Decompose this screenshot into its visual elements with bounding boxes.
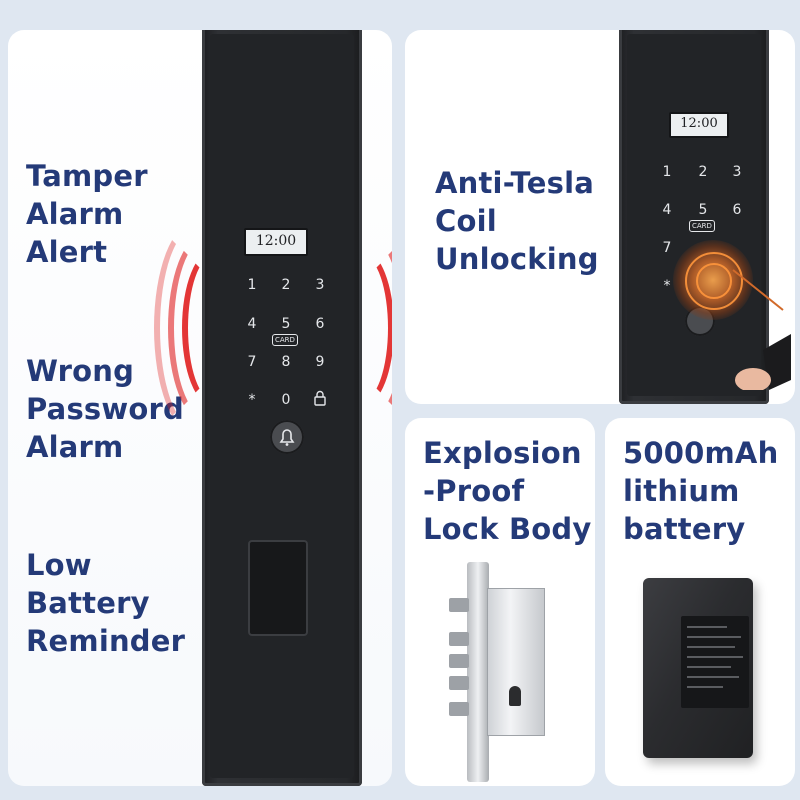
key-5[interactable]: 5 xyxy=(281,316,291,332)
lock-clock-display-closeup: 12:00 xyxy=(669,112,729,138)
smart-lock-front-panel: 12:00 1 2 3 4 5 6 CARD 7 8 9 * 0 xyxy=(202,30,362,786)
lock-clock-display: 12:00 xyxy=(244,228,308,256)
key-0[interactable]: 0 xyxy=(281,392,291,408)
key-2[interactable]: 2 xyxy=(281,277,291,293)
battery-capacity-label: 5000mAh lithium battery xyxy=(623,436,779,546)
key-1-closeup: 1 xyxy=(662,164,672,180)
card-reader-badge: CARD xyxy=(272,334,298,346)
alarm-features-card: Tamper Alarm Alert Wrong Password Alarm … xyxy=(8,30,392,786)
anti-tesla-card: Anti-Tesla Coil Unlocking 12:00 1 2 3 4 … xyxy=(405,30,795,404)
key-9[interactable]: 9 xyxy=(315,354,325,370)
key-5-closeup: 5 xyxy=(698,202,708,218)
key-2-closeup: 2 xyxy=(698,164,708,180)
key-6-closeup: 6 xyxy=(732,202,742,218)
smart-lock-front-panel-closeup: 12:00 1 2 3 4 5 6 CARD 7 * xyxy=(619,30,769,404)
explosion-proof-label: Explosion -Proof Lock Body xyxy=(423,436,592,546)
key-4-closeup: 4 xyxy=(662,202,672,218)
battery-card: 5000mAh lithium battery xyxy=(605,418,795,786)
doorbell-button[interactable] xyxy=(270,420,304,454)
tesla-coil-device xyxy=(732,269,791,390)
low-battery-reminder-label: Low Battery Reminder xyxy=(26,548,186,658)
key-star-closeup: * xyxy=(663,278,671,294)
key-4[interactable]: 4 xyxy=(247,316,257,332)
lithium-battery-image xyxy=(643,578,753,758)
bell-icon xyxy=(279,429,295,446)
tamper-alarm-label: Tamper Alarm Alert xyxy=(26,159,148,269)
wrong-password-alarm-label: Wrong Password Alarm xyxy=(26,354,184,464)
key-1[interactable]: 1 xyxy=(247,277,257,293)
key-7-closeup: 7 xyxy=(662,240,672,256)
lock-body-card: Explosion -Proof Lock Body xyxy=(405,418,595,786)
key-3-closeup: 3 xyxy=(732,164,742,180)
fingerprint-sensor[interactable] xyxy=(248,540,308,636)
key-3[interactable]: 3 xyxy=(315,277,325,293)
key-6[interactable]: 6 xyxy=(315,316,325,332)
key-7[interactable]: 7 xyxy=(247,354,257,370)
card-reader-badge-closeup: CARD xyxy=(689,220,715,232)
lock-icon[interactable] xyxy=(308,390,332,410)
key-star[interactable]: * xyxy=(248,392,256,408)
anti-tesla-label: Anti-Tesla Coil Unlocking xyxy=(435,166,599,276)
key-8[interactable]: 8 xyxy=(281,354,291,370)
